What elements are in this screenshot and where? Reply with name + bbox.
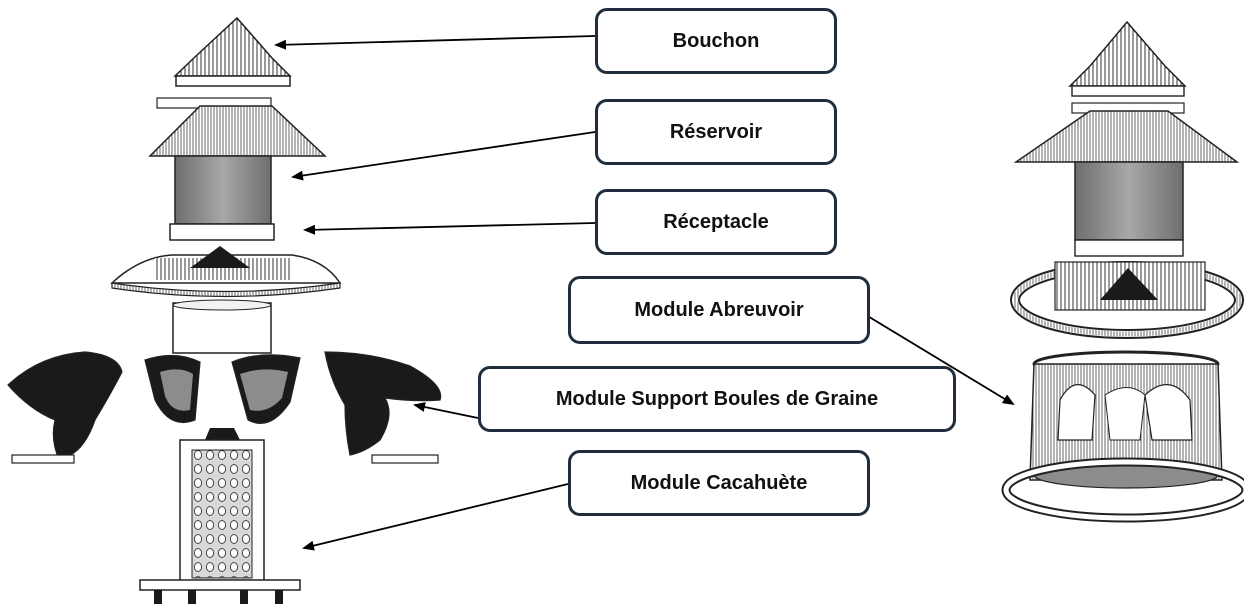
assembled-feeder-top <box>1013 20 1240 257</box>
label-module-cacahuete-text: Module Cacahuète <box>630 471 808 494</box>
arrow-bouchon <box>274 35 596 50</box>
module-support-part <box>7 299 442 464</box>
label-module-support-text: Module Support Boules de Graine <box>555 387 879 410</box>
label-module-support: Module Support Boules de Graine <box>478 366 956 432</box>
label-bouchon-text: Bouchon <box>672 29 760 52</box>
assembled-abreuvoir-ring <box>1010 261 1244 339</box>
label-module-abreuvoir: Module Abreuvoir <box>568 276 870 344</box>
arrow-reservoir <box>291 131 596 181</box>
arrow-module-cacahuete <box>302 483 569 551</box>
label-reservoir-text: Réservoir <box>669 120 763 143</box>
bouchon-part <box>173 16 292 87</box>
arrows <box>274 35 1015 551</box>
label-bouchon: Bouchon <box>595 8 837 74</box>
label-module-cacahuete: Module Cacahuète <box>568 450 870 516</box>
assembled-cage <box>1001 350 1244 523</box>
arrow-module-support <box>413 402 479 419</box>
label-receptacle: Réceptacle <box>595 189 837 255</box>
label-module-abreuvoir-text: Module Abreuvoir <box>634 298 804 321</box>
arrow-receptacle <box>303 222 596 235</box>
module-abreuvoir-part-left <box>110 246 342 298</box>
module-cacahuete-part <box>139 428 301 604</box>
reservoir-part <box>148 97 327 225</box>
label-receptacle-text: Réceptacle <box>663 210 769 233</box>
arrow-module-abreuvoir <box>865 314 1015 406</box>
label-reservoir: Réservoir <box>595 99 837 165</box>
receptacle-part <box>169 223 275 241</box>
